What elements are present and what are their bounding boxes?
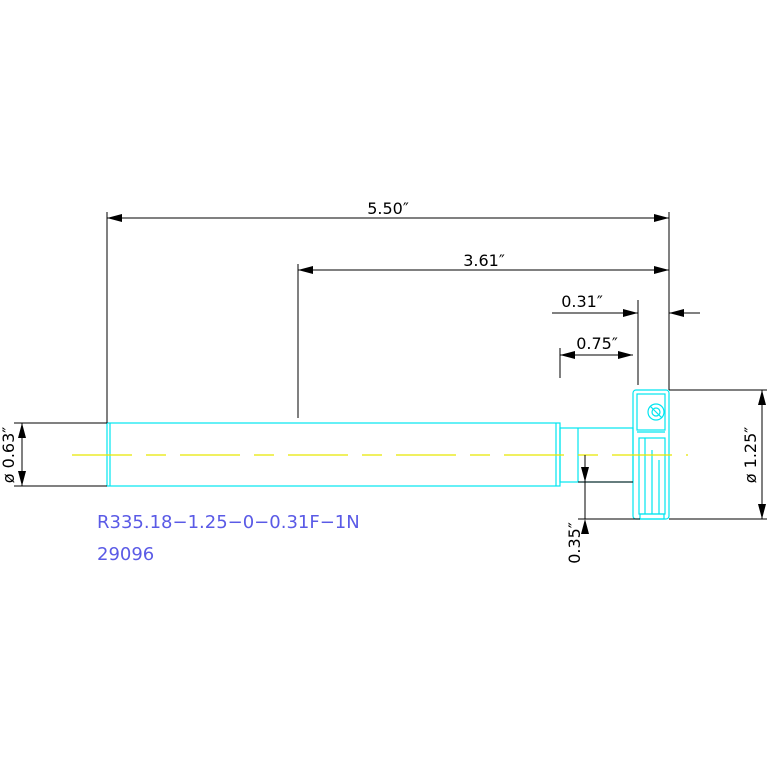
dim-text-overall: 5.50″ [367, 199, 409, 218]
arrow-075-right [618, 351, 633, 359]
arrow-031-left [623, 309, 638, 317]
item-number-label: 29096 [97, 544, 154, 565]
cutter-base [639, 513, 665, 520]
insert-screw-slot [649, 405, 663, 419]
arrow-dia125-bottom [758, 504, 766, 519]
arrowheads [18, 214, 766, 534]
arrow-overall-right [654, 214, 669, 222]
arrow-dia063-top [18, 423, 26, 438]
arrow-031-right [669, 309, 684, 317]
insert-screw-inner [651, 407, 661, 417]
arrow-035-bottom [581, 519, 589, 534]
dim-text-075: 0.75″ [576, 334, 618, 353]
arrow-shank-right [654, 266, 669, 274]
cutter-inner-top [636, 393, 666, 431]
arrow-shank-left [298, 266, 313, 274]
part-labels: R335.18−1.25−0−0.31F−1N 29096 [97, 512, 360, 565]
dim-text-035: 0.35″ [565, 522, 584, 564]
insert-screw [647, 403, 665, 421]
dim-text-shank: 3.61″ [463, 251, 505, 270]
arrow-dia063-bottom [18, 471, 26, 486]
dim-text-031: 0.31″ [561, 292, 603, 311]
dim-text-dia125: ø 1.25″ [741, 427, 760, 484]
arrow-035-top [581, 467, 589, 482]
dimension-lines [14, 212, 767, 520]
part-number-label: R335.18−1.25−0−0.31F−1N [97, 512, 360, 533]
arrow-overall-left [107, 214, 122, 222]
dimension-texts: 5.50″ 3.61″ 0.31″ 0.75″ ø 0.63″ ø 1.25″ … [0, 199, 760, 564]
arrow-dia125-top [758, 390, 766, 405]
dim-text-dia063: ø 0.63″ [0, 427, 18, 484]
arrow-075-left [560, 351, 575, 359]
